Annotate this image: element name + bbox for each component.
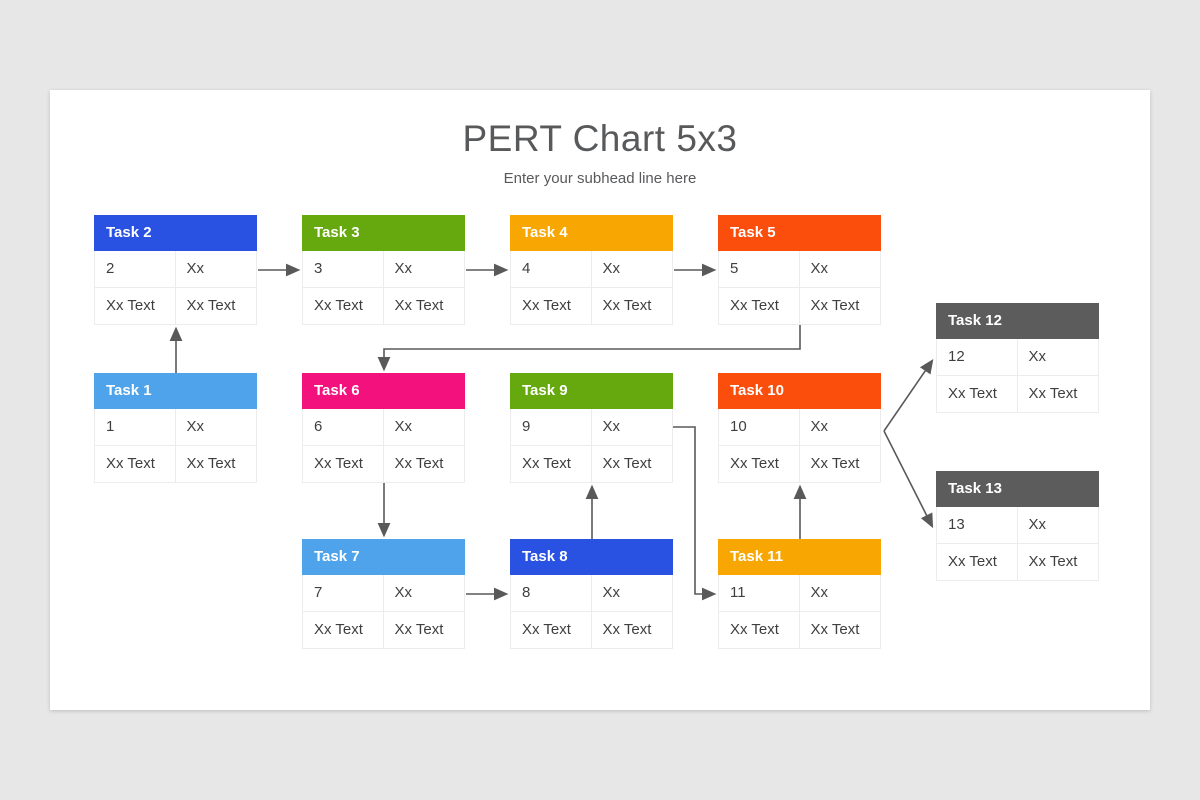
task-header-label[interactable]: Task 13 (936, 471, 1099, 507)
task-cell: Xx (591, 575, 673, 612)
edge-task-10-to-task-13 (883, 430, 934, 529)
task-header-label[interactable]: Task 1 (94, 373, 257, 409)
task-cell: Xx (1017, 339, 1099, 376)
task-cell: 7 (302, 575, 384, 612)
task-header-label[interactable]: Task 6 (302, 373, 465, 409)
task-cell: 3 (302, 251, 384, 288)
task-cell: Xx Text (799, 446, 881, 483)
task-cell: Xx (175, 409, 257, 446)
task-cell: 5 (718, 251, 800, 288)
task-cell: Xx Text (799, 612, 881, 649)
task-cell: 4 (510, 251, 592, 288)
task-header-label[interactable]: Task 7 (302, 539, 465, 575)
task-cell: Xx Text (383, 446, 465, 483)
task-header-label[interactable]: Task 2 (94, 215, 257, 251)
task-header-label[interactable]: Task 12 (936, 303, 1099, 339)
task-cell: Xx (383, 409, 465, 446)
task-header-label[interactable]: Task 5 (718, 215, 881, 251)
task-cell: 6 (302, 409, 384, 446)
task-cell: Xx Text (510, 446, 592, 483)
task-cell: Xx Text (383, 288, 465, 325)
task-cell: Xx Text (799, 288, 881, 325)
task-cell: Xx Text (936, 544, 1018, 581)
task-cell: Xx Text (1017, 544, 1099, 581)
task-cell: Xx Text (302, 446, 384, 483)
task-header-label[interactable]: Task 11 (718, 539, 881, 575)
task-cell: Xx (799, 575, 881, 612)
page-subtitle: Enter your subhead line here (503, 170, 697, 187)
task-header-label[interactable]: Task 9 (510, 373, 673, 409)
task-cell: Xx Text (718, 612, 800, 649)
edge-task-5-to-task-6 (377, 325, 801, 372)
task-cell: Xx Text (591, 612, 673, 649)
task-cell: Xx (1017, 507, 1099, 544)
task-cell: 9 (510, 409, 592, 446)
task-cell: Xx (383, 251, 465, 288)
task-cell: 8 (510, 575, 592, 612)
task-cell: Xx Text (718, 288, 800, 325)
task-cell: Xx Text (94, 288, 176, 325)
task-cell: 2 (94, 251, 176, 288)
task-cell: Xx Text (383, 612, 465, 649)
task-cell: Xx Text (591, 446, 673, 483)
slide: PERT Chart 5x3 Enter your subhead line h… (50, 90, 1150, 710)
task-cell: Xx (799, 251, 881, 288)
task-header-label[interactable]: Task 4 (510, 215, 673, 251)
task-cell: Xx (175, 251, 257, 288)
task-cell: Xx Text (718, 446, 800, 483)
task-cell: Xx Text (94, 446, 176, 483)
task-cell: Xx Text (510, 612, 592, 649)
task-cell: Xx (383, 575, 465, 612)
task-cell: Xx Text (936, 376, 1018, 413)
task-cell: Xx Text (302, 612, 384, 649)
edge-task-9-to-task-11 (673, 426, 717, 601)
page-title: PERT Chart 5x3 (462, 118, 738, 159)
task-cell: Xx (799, 409, 881, 446)
task-cell: 1 (94, 409, 176, 446)
task-cell: Xx Text (510, 288, 592, 325)
task-header-label[interactable]: Task 10 (718, 373, 881, 409)
task-header-label[interactable]: Task 8 (510, 539, 673, 575)
task-cell: 10 (718, 409, 800, 446)
task-cell: Xx (591, 409, 673, 446)
task-cell: 11 (718, 575, 800, 612)
task-cell: Xx Text (1017, 376, 1099, 413)
task-cell: Xx Text (175, 288, 257, 325)
edge-task-10-to-task-12 (883, 359, 934, 432)
task-cell: Xx Text (591, 288, 673, 325)
task-cell: Xx (591, 251, 673, 288)
task-cell: Xx Text (175, 446, 257, 483)
task-cell: Xx Text (302, 288, 384, 325)
task-header-label[interactable]: Task 3 (302, 215, 465, 251)
task-cell: 13 (936, 507, 1018, 544)
task-cell: 12 (936, 339, 1018, 376)
